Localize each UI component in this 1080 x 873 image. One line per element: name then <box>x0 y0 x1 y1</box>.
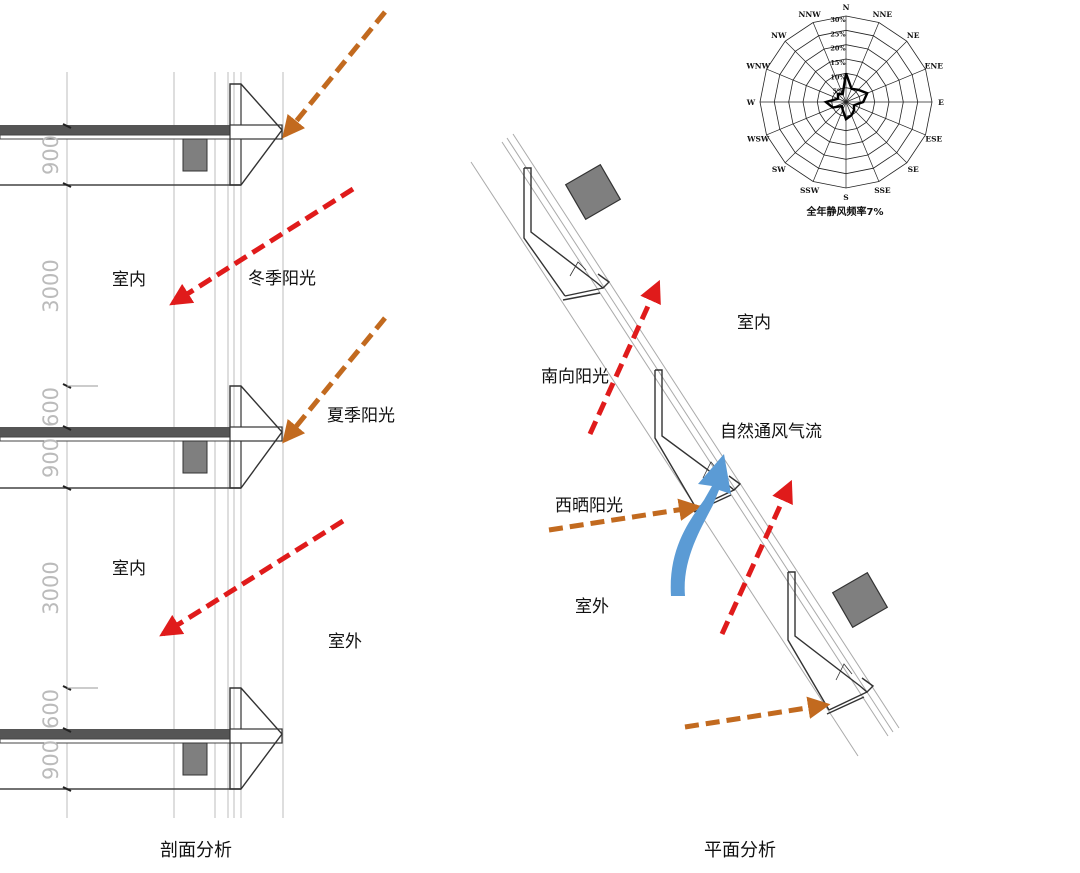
plan-wall-unit-1 <box>523 167 611 301</box>
wind-direction-label: ENE <box>925 62 944 71</box>
plan-wall-unit-3 <box>787 571 875 715</box>
wind-direction-label: W <box>746 98 756 107</box>
section-drawing: 900 3000 600 900 3000 600 900 室内 冬季阳光 夏季… <box>0 10 395 861</box>
dim-label: 3000 <box>39 259 63 312</box>
wind-rose-spoke <box>784 101 847 164</box>
dimension-ticks <box>62 123 72 792</box>
west-sun-arrow <box>684 696 831 730</box>
west-sun-label: 西晒阳光 <box>555 496 623 516</box>
natural-ventilation-arrow <box>670 454 731 596</box>
winter-sun-arrow <box>169 186 355 306</box>
natural-vent-label: 自然通风气流 <box>720 422 822 442</box>
plan-facade-lines <box>470 133 900 757</box>
wind-rose-spoke <box>784 40 847 103</box>
summer-sun-arrow <box>282 316 387 444</box>
wind-direction-label: WSW <box>746 134 770 143</box>
outdoor-label: 室外 <box>328 632 362 652</box>
floor-slab-1 <box>0 83 283 186</box>
wind-direction-label: SW <box>772 165 786 174</box>
section-caption: 剖面分析 <box>160 840 232 861</box>
south-sun-arrow <box>587 279 661 436</box>
south-sun-arrow <box>719 479 793 636</box>
dim-label: 900 <box>39 135 63 175</box>
wind-rose-spoke <box>845 101 908 164</box>
dim-label: 900 <box>39 740 63 780</box>
wind-direction-label: NNE <box>873 10 893 19</box>
plan-caption: 平面分析 <box>704 840 776 861</box>
wind-rose-ring-label: 25% <box>830 30 846 38</box>
wind-direction-label: SSE <box>874 186 891 195</box>
wind-rose-ring-label: 10% <box>830 73 846 81</box>
wind-rose-spoke <box>845 101 926 136</box>
plan-drawing: 室内 南向阳光 自然通风气流 西晒阳光 室外 平面分析 <box>470 133 900 861</box>
wind-rose-ring-label: 20% <box>830 45 846 53</box>
winter-sun-arrow <box>159 518 345 637</box>
south-sun-label: 南向阳光 <box>541 367 609 387</box>
west-sun-arrow <box>548 498 702 533</box>
dim-label: 3000 <box>39 561 63 614</box>
dim-label: 600 <box>39 387 63 427</box>
summer-sun-label: 夏季阳光 <box>327 406 395 426</box>
wind-rose-spokes <box>760 16 932 188</box>
wind-rose-ring-labels: 5% 10% 15% 20% 25% 30% <box>830 16 846 96</box>
wind-direction-label: E <box>938 98 944 107</box>
wind-direction-label: ESE <box>925 134 942 143</box>
wind-rose-spoke <box>812 101 847 182</box>
column-block <box>831 571 889 629</box>
wind-rose-frequency <box>823 72 869 122</box>
wind-direction-label: SE <box>908 165 919 174</box>
section-gridlines <box>66 72 284 818</box>
indoor-label: 室内 <box>737 313 771 333</box>
wind-rose-ring-label: 15% <box>830 59 846 67</box>
wind-rose-ring-label: 30% <box>830 16 846 24</box>
wind-direction-label: SSW <box>800 186 820 195</box>
indoor-label: 室内 <box>112 559 146 579</box>
floor-slab-2 <box>0 385 283 489</box>
wind-direction-label: WNW <box>745 62 770 71</box>
wind-rose-spoke <box>766 68 847 103</box>
wind-rose-spoke <box>812 22 847 103</box>
wind-direction-label: NE <box>907 31 920 40</box>
floor-slab-3 <box>0 687 283 790</box>
wind-direction-label: NW <box>771 31 787 40</box>
outdoor-label: 室外 <box>575 597 609 617</box>
wind-rose: 5% 10% 15% 20% 25% 30% N NNE NE ENE E ESE SE SSE S SSW… <box>745 3 944 218</box>
wind-rose-spoke <box>845 40 908 103</box>
column-block <box>564 163 622 221</box>
winter-sun-label: 冬季阳光 <box>248 269 316 289</box>
calm-frequency-caption: 全年静风频率7% <box>806 205 884 218</box>
wind-rose-spoke <box>845 68 926 103</box>
wind-rose-ring-label: 5% <box>833 88 845 96</box>
wind-rose-direction-labels: N NNE NE ENE E ESE SE SSE S SSW SW WSW W WNW NW NNW <box>745 3 944 202</box>
wind-direction-label: S <box>843 193 848 202</box>
wind-rose-frequency-polygon <box>823 72 869 122</box>
wind-direction-label: N <box>843 3 850 12</box>
summer-sun-arrow <box>282 10 387 139</box>
indoor-label: 室内 <box>112 270 146 290</box>
dim-label: 900 <box>39 438 63 478</box>
dim-label: 600 <box>39 689 63 729</box>
wind-direction-label: NNW <box>799 10 822 19</box>
